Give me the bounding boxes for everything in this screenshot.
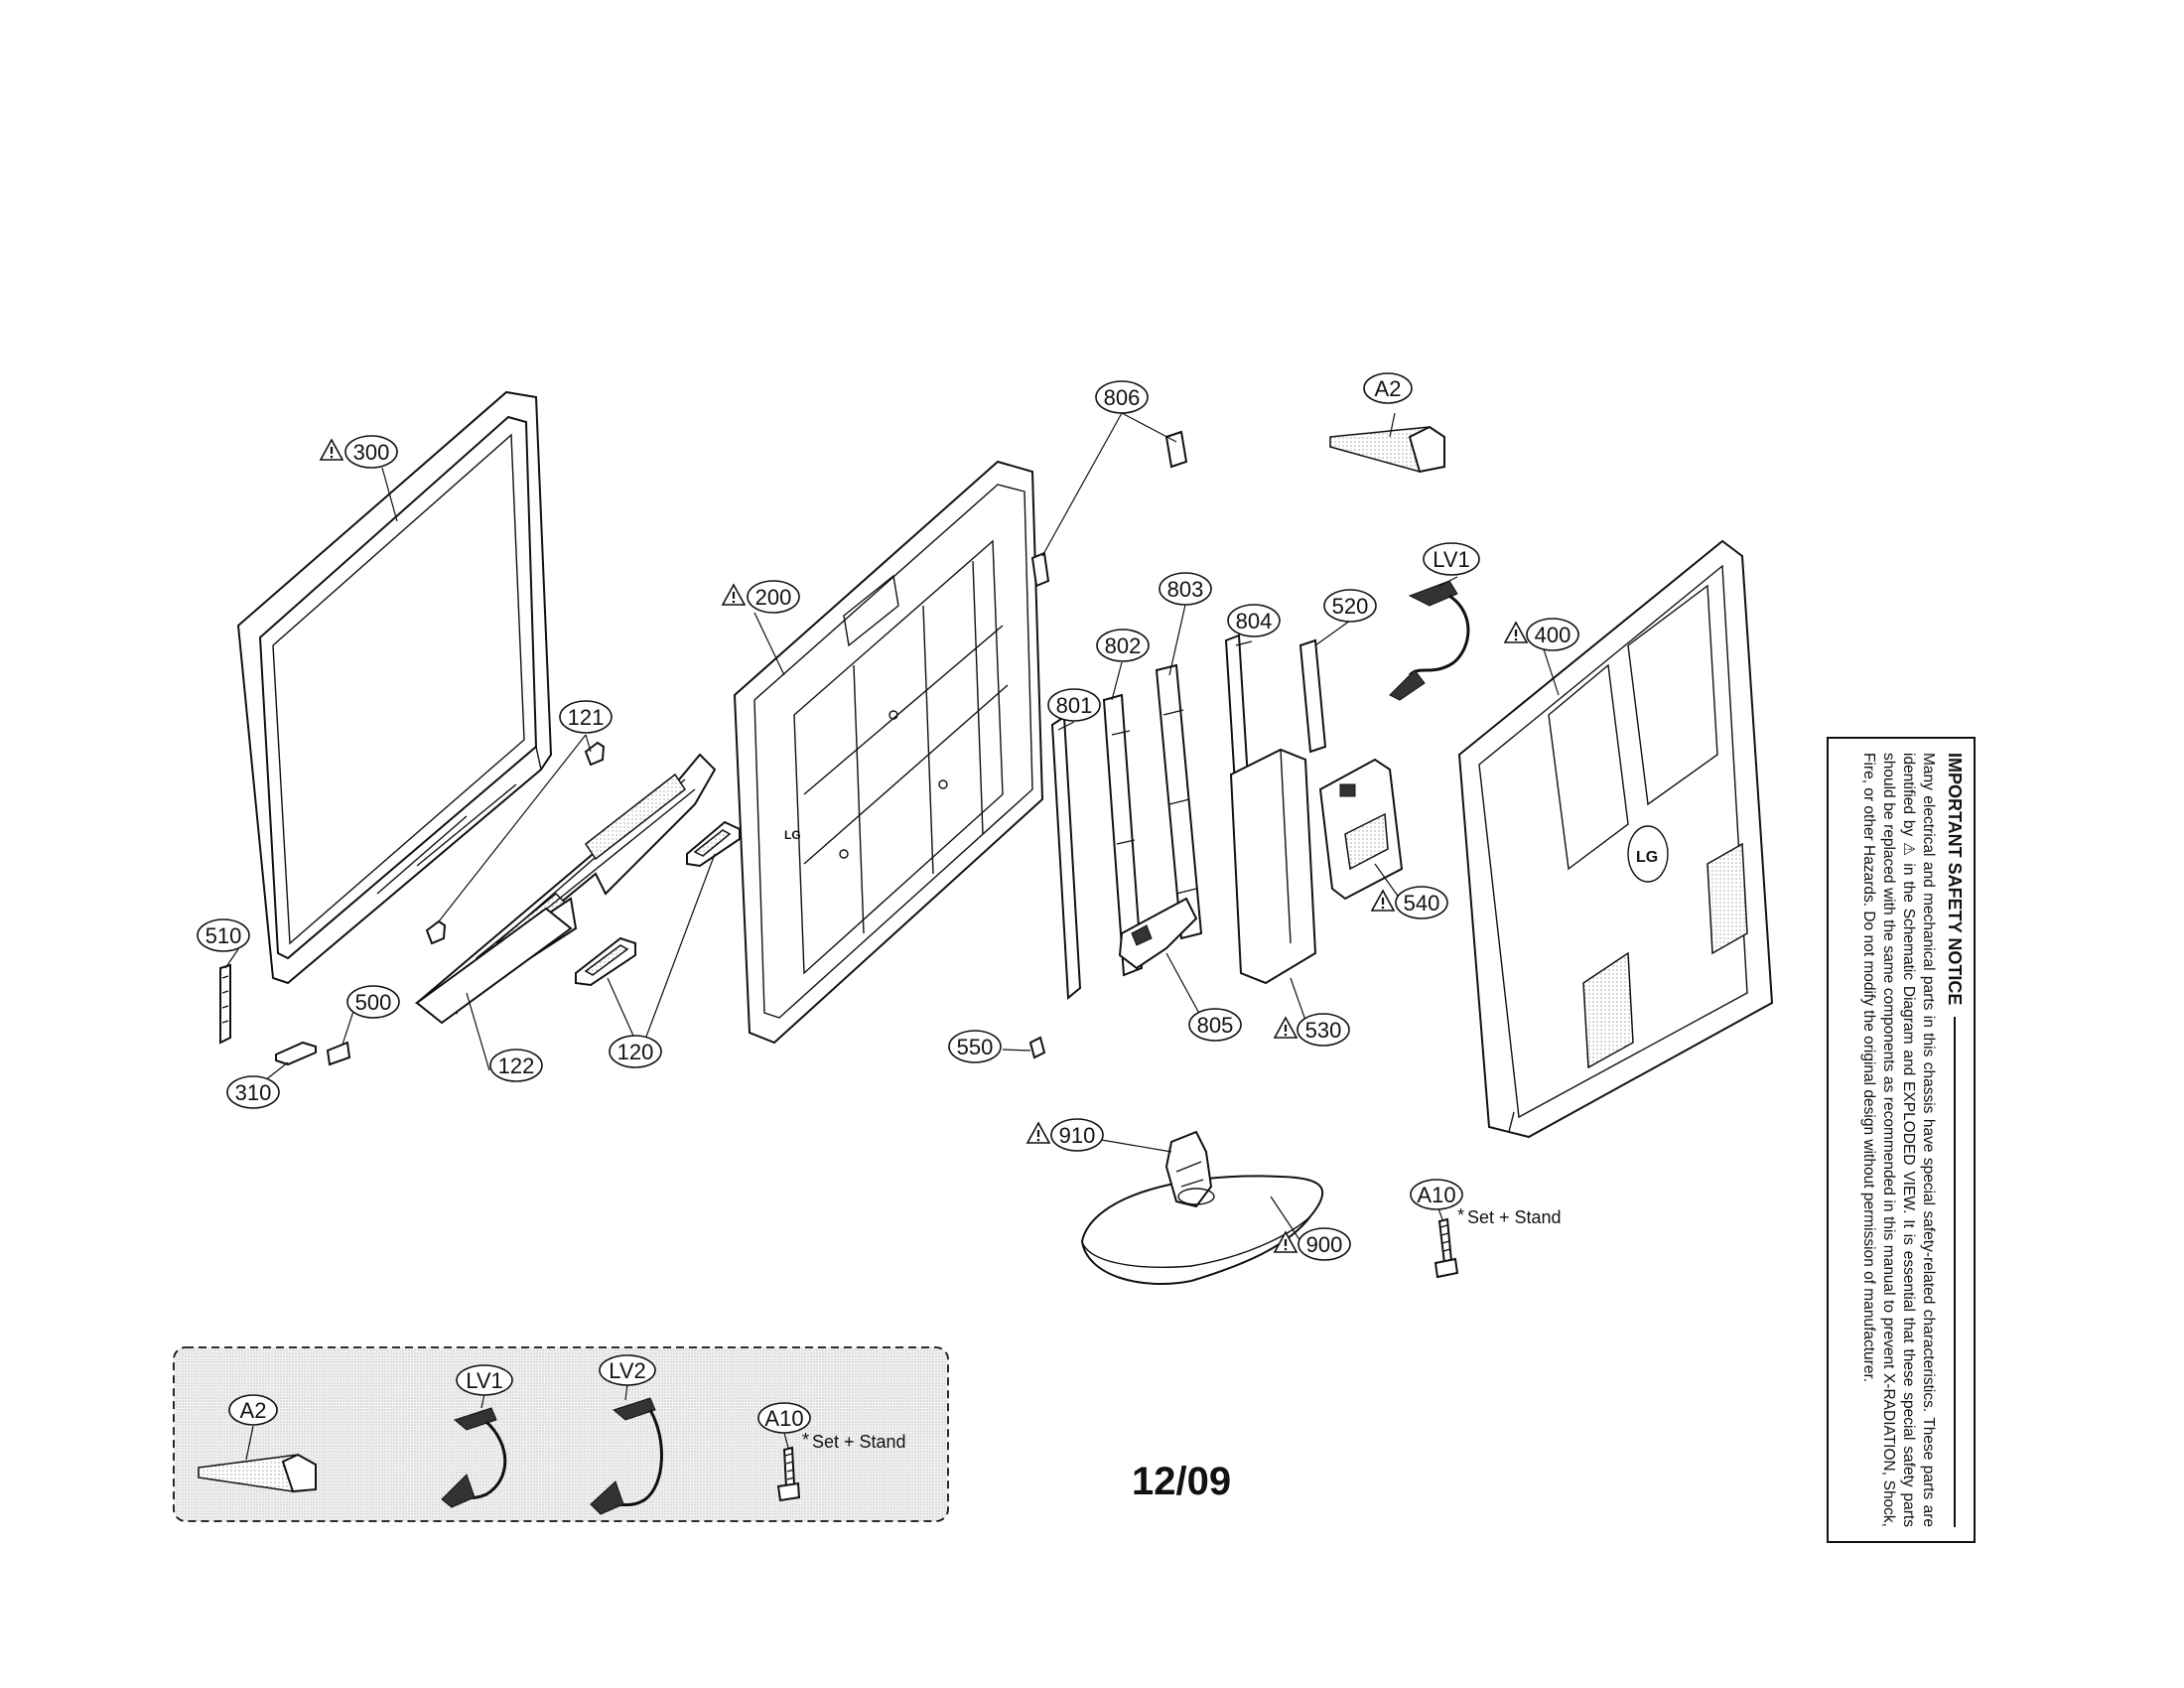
inset-screw-a10 (776, 1446, 801, 1502)
inset-cable-lv1 (441, 1407, 507, 1508)
inset-set-stand-label: Set + Stand (812, 1432, 906, 1452)
callout-200: 200 (755, 585, 792, 610)
board-802 (1102, 693, 1144, 977)
stand-neck-910 (1164, 1130, 1215, 1208)
part-550 (1028, 1036, 1046, 1059)
frame-200: LG (733, 460, 1044, 1045)
callout-540: 540 (1404, 891, 1440, 915)
callout-806: 806 (1104, 385, 1141, 410)
safety-notice-content: IMPORTANT SAFETY NOTICE Many electrical … (1829, 739, 1978, 1545)
callout-500: 500 (355, 990, 392, 1015)
svg-text:*: * (802, 1430, 809, 1450)
callout-520: 520 (1332, 594, 1369, 619)
bracket-806 (1030, 430, 1188, 588)
callout-910: 910 (1059, 1123, 1096, 1148)
front-cabinet-300 (236, 390, 553, 985)
callout-lv1: LV1 (1433, 547, 1470, 572)
remote-a2 (1329, 425, 1445, 474)
inset-callout-lv2: LV2 (609, 1358, 646, 1383)
part-310 (275, 1041, 317, 1066)
safety-notice-rule (1954, 1017, 1956, 1527)
part-500 (326, 1041, 351, 1066)
inset-cable-lv2 (590, 1397, 663, 1515)
cable-lv1 (1389, 580, 1470, 701)
callout-a2: A2 (1375, 376, 1402, 401)
back-cover-400: LG (1457, 539, 1774, 1139)
svg-text:LG: LG (784, 828, 801, 842)
callout-120: 120 (617, 1040, 654, 1064)
callout-801: 801 (1056, 693, 1093, 718)
callout-805: 805 (1197, 1013, 1234, 1038)
accessory-inset: A2 LV1 LV2 A10 * Set + Stand (173, 1346, 949, 1522)
callouts: 300 200 121 510 500 310 122 120 806 A2 L… (197, 372, 1579, 1261)
board-540 (1318, 758, 1404, 901)
inset-callout-lv1: LV1 (466, 1368, 503, 1393)
stand-base-900 (1080, 1175, 1324, 1285)
callout-900: 900 (1306, 1232, 1343, 1257)
callout-122: 122 (498, 1054, 535, 1078)
callout-804: 804 (1236, 609, 1273, 633)
back-cover-logo: LG (1636, 849, 1658, 866)
date-code: 12/09 (1132, 1460, 1232, 1503)
safety-notice-title: IMPORTANT SAFETY NOTICE (1945, 753, 1966, 1006)
callout-510: 510 (205, 923, 242, 948)
callout-803: 803 (1167, 577, 1204, 602)
callout-530: 530 (1305, 1018, 1342, 1043)
bracket-120 (575, 820, 741, 987)
stand-bracket-122 (414, 753, 717, 1025)
callout-121: 121 (568, 705, 605, 730)
board-803 (1155, 663, 1203, 940)
board-801 (1050, 715, 1082, 1001)
inset-callout-a10: A10 (764, 1406, 803, 1431)
bracket-121 (425, 741, 606, 945)
callout-300: 300 (353, 440, 390, 465)
part-510 (219, 963, 231, 1045)
callout-802: 802 (1105, 633, 1142, 658)
callout-550: 550 (957, 1035, 994, 1059)
callout-a10: A10 (1417, 1183, 1455, 1207)
callout-310: 310 (235, 1080, 272, 1105)
set-stand-note: * (1457, 1205, 1464, 1225)
part-520 (1298, 638, 1327, 754)
set-stand-label: Set + Stand (1467, 1207, 1562, 1227)
safety-notice-box: IMPORTANT SAFETY NOTICE Many electrical … (1827, 737, 1976, 1543)
board-805 (1118, 897, 1198, 970)
screw-a10 (1433, 1217, 1459, 1279)
callout-400: 400 (1535, 623, 1571, 647)
board-530 (1229, 748, 1317, 985)
leader-lines (224, 412, 1560, 1242)
inset-callout-a2: A2 (240, 1398, 267, 1423)
safety-notice-body: Many electrical and mechanical parts in … (1860, 753, 1937, 1527)
